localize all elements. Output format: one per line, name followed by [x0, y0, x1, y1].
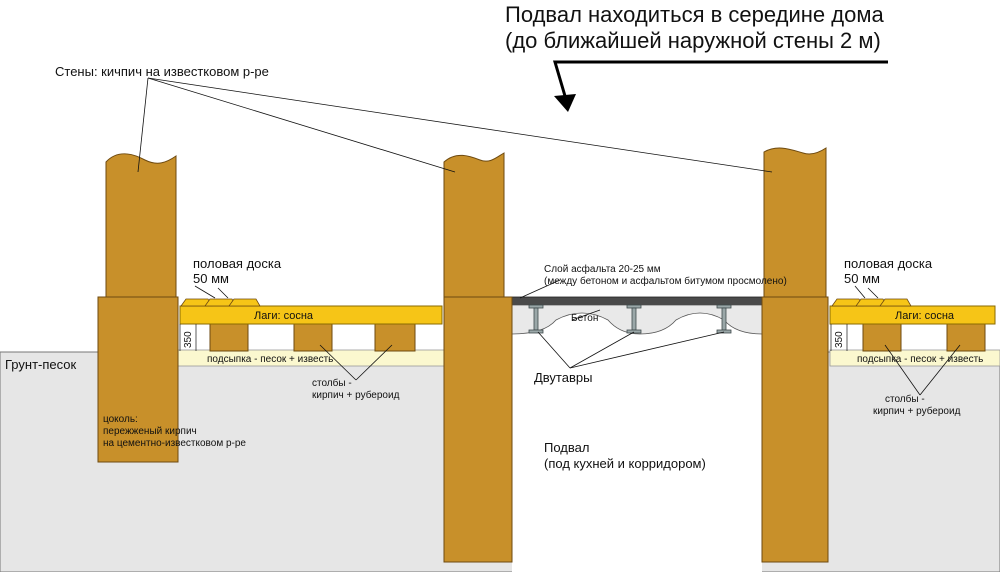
- basement-space: [512, 335, 762, 572]
- title-arrow: [552, 60, 888, 112]
- wall-right-lower: [761, 296, 829, 563]
- plinth-label-1: цоколь:: [103, 414, 138, 425]
- asphalt-layer: [509, 296, 763, 306]
- brick-posts-right: [862, 323, 986, 352]
- brick-posts-left: [209, 323, 416, 352]
- title-line-1: Подвал находиться в середине дома: [505, 2, 884, 27]
- i-beams: [528, 304, 732, 334]
- joists-label-left: Лаги: сосна: [254, 310, 314, 322]
- wall-middle-lower: [443, 296, 513, 563]
- joists-label-right: Лаги: сосна: [895, 310, 955, 322]
- floorboards-right: [831, 298, 912, 307]
- bedding-label-right: подсыпка - песок + известь: [857, 354, 983, 365]
- posts-label-right-1: столбы -: [885, 393, 925, 405]
- bedding-right: [829, 349, 1000, 367]
- posts-label-right-2: кирпич + рубероид: [873, 405, 961, 417]
- wall-left: [105, 153, 177, 298]
- floorboard-label-left-2: 50 мм: [193, 271, 229, 286]
- ground-label: Грунт-песок: [5, 357, 77, 372]
- joist-left: [179, 305, 443, 325]
- floorboards-left: [180, 298, 261, 307]
- walls: [97, 147, 829, 563]
- floorboard-label-left-1: половая доска: [193, 256, 282, 271]
- bedding-label-left: подсыпка - песок + известь: [207, 354, 333, 365]
- floorboard-label-right-2: 50 мм: [844, 271, 880, 286]
- plinth-left: [97, 296, 179, 463]
- height-label-right: 350: [834, 331, 845, 348]
- asphalt-label-2: (между бетоном и асфальтом битумом просм…: [544, 275, 787, 287]
- asphalt-label-1: Слой асфальта 20-25 мм: [544, 263, 661, 275]
- title-line-2: (до ближайшей наружной стены 2 м): [505, 28, 881, 53]
- leader-lines: [137, 77, 961, 396]
- height-dimension-left: [179, 324, 197, 351]
- ibeams-label: Двутавры: [534, 370, 592, 385]
- concrete-label: Бетон: [571, 313, 598, 324]
- basement-label-2: (под кухней и корридором): [544, 456, 706, 471]
- floorboard-label-right-1: половая доска: [844, 256, 933, 271]
- wall-middle: [443, 152, 505, 298]
- height-dimension-right: [830, 324, 848, 351]
- plinth-label-3: на цементно-известковом р-ре: [103, 438, 246, 449]
- height-label-left: 350: [183, 331, 194, 348]
- plinth-label-2: пережженый кирпич: [103, 426, 197, 437]
- basement-label-1: Подвал: [544, 440, 589, 455]
- posts-label-left-2: кирпич + рубероид: [312, 389, 400, 401]
- walls-label: Стены: кичпич на известковом р-ре: [55, 64, 269, 79]
- posts-label-left-1: столбы -: [312, 377, 352, 389]
- joist-right: [829, 305, 996, 325]
- wall-right: [763, 147, 827, 298]
